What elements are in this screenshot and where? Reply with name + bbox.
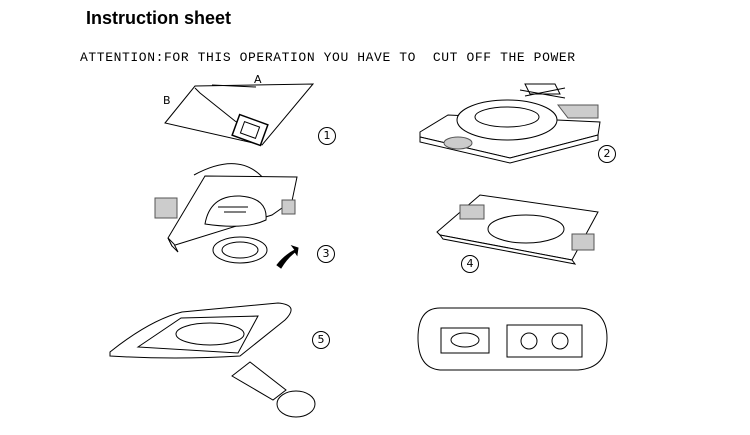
- step-1-marker: 1: [318, 127, 336, 145]
- attention-notice: ATTENTION:FOR THIS OPERATION YOU HAVE TO…: [80, 50, 576, 65]
- figure-4-plaster-board: [436, 194, 599, 265]
- figure-1-cutting: A B: [163, 73, 315, 147]
- label-a: A: [254, 73, 262, 86]
- step-4-marker: 4: [461, 255, 479, 273]
- page-title: Instruction sheet: [86, 8, 232, 28]
- step-2-marker: 2: [598, 145, 616, 163]
- figure-6-rounded-outline: [417, 307, 608, 371]
- step-5-marker: 5: [312, 331, 330, 349]
- label-b: B: [163, 94, 171, 107]
- figure-2-ring-on-board: [419, 83, 601, 164]
- figure-5-finishing: [109, 302, 316, 418]
- step-3-marker: 3: [317, 245, 335, 263]
- figure-3-insert-ring: [154, 163, 299, 269]
